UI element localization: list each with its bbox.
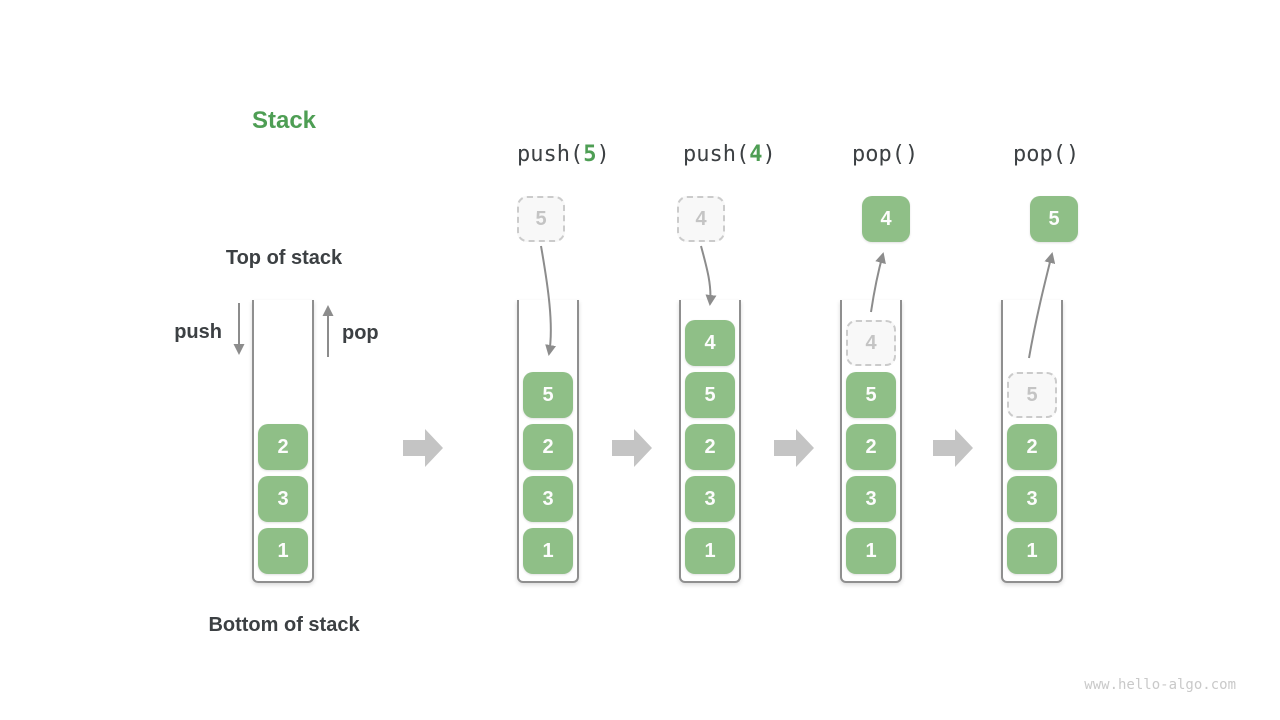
stack-cell: 3 bbox=[258, 476, 308, 522]
watermark: www.hello-algo.com bbox=[1084, 677, 1236, 693]
stack-container-after-pop-2: 5 2 3 1 bbox=[1001, 300, 1063, 583]
operation-label-pop-1: pop() bbox=[852, 142, 918, 167]
top-of-stack-label: Top of stack bbox=[225, 247, 343, 269]
stack-cell: 3 bbox=[685, 476, 735, 522]
stack-container-after-pop-1: 4 5 2 3 1 bbox=[840, 300, 902, 583]
push-4-arrow bbox=[700, 245, 717, 306]
op-suffix: ) bbox=[596, 142, 610, 167]
stack-container-after-push-5: 5 2 3 1 bbox=[517, 300, 579, 583]
stack-cell: 5 bbox=[685, 372, 735, 418]
ghost-cell: 4 bbox=[846, 320, 896, 366]
state-transition-arrow bbox=[933, 429, 973, 467]
ghost-cell: 5 bbox=[1007, 372, 1057, 418]
op-prefix: pop() bbox=[1013, 142, 1080, 167]
bottom-of-stack-label: Bottom of stack bbox=[208, 614, 360, 636]
op-suffix: ) bbox=[762, 142, 776, 167]
operation-label-push-4: push(4) bbox=[683, 142, 776, 167]
stack-cell: 1 bbox=[258, 528, 308, 574]
popped-element-4: 4 bbox=[862, 196, 910, 242]
stack-cell: 3 bbox=[846, 476, 896, 522]
stack-container-initial: 2 3 1 bbox=[252, 300, 314, 583]
op-prefix: pop() bbox=[852, 142, 919, 167]
stack-cell: 2 bbox=[258, 424, 308, 470]
state-transition-arrow bbox=[612, 429, 652, 467]
stack-cell: 1 bbox=[846, 528, 896, 574]
stack-cell: 3 bbox=[1007, 476, 1057, 522]
operation-label-push-5: push(5) bbox=[517, 142, 610, 167]
stack-cell: 2 bbox=[846, 424, 896, 470]
stack-cell: 2 bbox=[523, 424, 573, 470]
popped-element-5: 5 bbox=[1030, 196, 1078, 242]
stack-cell: 1 bbox=[523, 528, 573, 574]
stack-cell: 1 bbox=[1007, 528, 1057, 574]
stack-cell: 3 bbox=[523, 476, 573, 522]
op-value: 4 bbox=[749, 142, 763, 167]
state-transition-arrow bbox=[774, 429, 814, 467]
stack-cell: 4 bbox=[685, 320, 735, 366]
push-label: push bbox=[174, 321, 222, 343]
state-transition-arrow bbox=[403, 429, 443, 467]
stack-cell: 2 bbox=[685, 424, 735, 470]
operation-label-pop-2: pop() bbox=[1013, 142, 1079, 167]
stack-cell: 1 bbox=[685, 528, 735, 574]
op-value: 5 bbox=[583, 142, 597, 167]
op-prefix: push( bbox=[683, 142, 750, 167]
incoming-element-4: 4 bbox=[677, 196, 725, 242]
incoming-element-5: 5 bbox=[517, 196, 565, 242]
op-prefix: push( bbox=[517, 142, 584, 167]
stack-cell: 2 bbox=[1007, 424, 1057, 470]
pop-label: pop bbox=[342, 322, 379, 344]
diagram-title: Stack bbox=[251, 107, 317, 134]
stack-cell: 5 bbox=[846, 372, 896, 418]
stack-container-after-push-4: 4 5 2 3 1 bbox=[679, 300, 741, 583]
stack-cell: 5 bbox=[523, 372, 573, 418]
